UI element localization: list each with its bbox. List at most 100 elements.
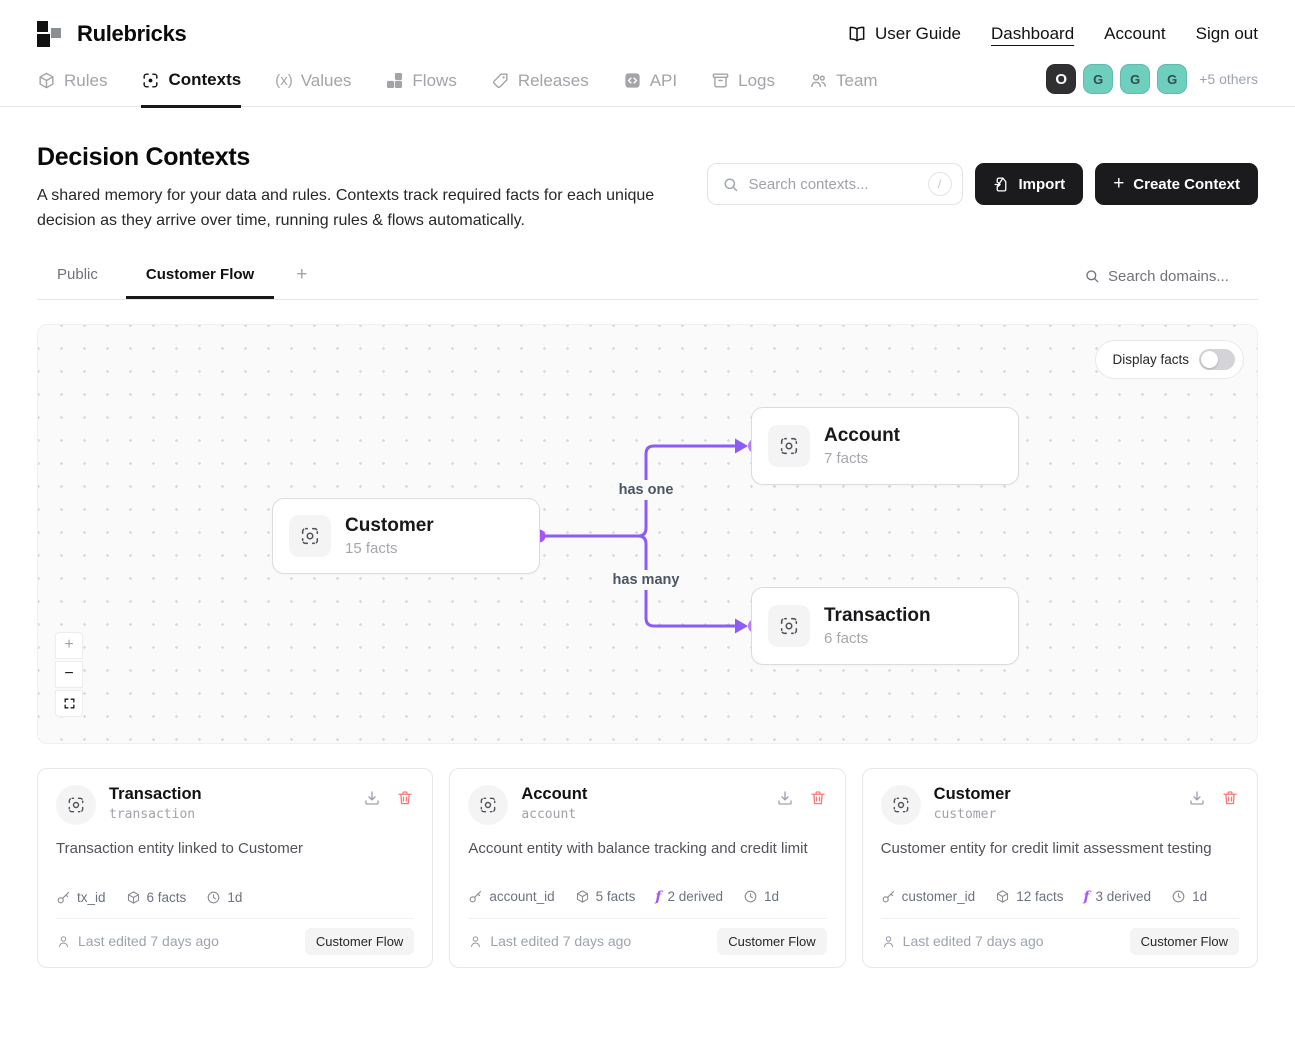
tab-flows[interactable]: Flows	[385, 70, 457, 106]
derived-count-meta: f 3 derived	[1083, 888, 1152, 905]
toggle-off[interactable]	[1199, 348, 1235, 370]
key-icon	[57, 891, 70, 903]
context-card-customer[interactable]: Customer customer Customer entity for cr…	[861, 767, 1258, 968]
top-bar: Rulebricks User Guide Dashboard Account …	[0, 0, 1295, 64]
clock-icon	[1172, 890, 1185, 903]
display-facts-toggle[interactable]: Display facts	[1095, 339, 1244, 379]
canvas-zoom-controls: + −	[55, 631, 83, 717]
avatar[interactable]: G	[1120, 64, 1151, 94]
context-graph-canvas[interactable]: has one has many Customer 15 facts Accou…	[37, 323, 1258, 744]
key-icon	[469, 891, 482, 903]
fit-view-button[interactable]	[55, 689, 83, 717]
tab-logs[interactable]: Logs	[711, 70, 775, 106]
domain-tabs-row: Public Customer Flow +	[37, 264, 1258, 300]
slash-shortcut-badge: /	[927, 172, 952, 196]
delete-icon[interactable]	[1221, 789, 1239, 807]
function-icon: f	[655, 888, 662, 905]
cube-icon	[576, 890, 588, 903]
tab-values[interactable]: (x) Values	[275, 70, 352, 90]
node-account[interactable]: Account 7 facts	[751, 406, 1019, 485]
edge-label-has-many: has many	[606, 569, 686, 590]
context-scan-icon	[56, 784, 96, 825]
download-icon[interactable]	[776, 789, 794, 807]
relationship-edges	[532, 438, 762, 634]
card-description: Customer entity for credit limit assessm…	[880, 839, 1212, 857]
ttl-meta: 1d	[1171, 889, 1207, 904]
primary-key-meta: customer_id	[881, 889, 975, 904]
context-scan-icon	[880, 784, 921, 825]
tab-team[interactable]: Team	[809, 70, 878, 106]
node-transaction[interactable]: Transaction 6 facts	[751, 586, 1019, 665]
avatar[interactable]: G	[1083, 64, 1114, 94]
last-edited: Last edited 7 days ago	[881, 933, 1044, 949]
brand[interactable]: Rulebricks	[37, 20, 187, 48]
cube-icon	[997, 890, 1009, 903]
last-edited: Last edited 7 days ago	[56, 933, 219, 949]
delete-icon[interactable]	[809, 789, 827, 807]
context-card-account[interactable]: Account account Account entity with bala…	[449, 767, 846, 968]
context-scan-icon	[289, 514, 331, 557]
download-icon[interactable]	[363, 789, 381, 807]
import-file-icon	[994, 176, 1006, 192]
context-scan-icon	[768, 604, 810, 647]
tab-releases[interactable]: Releases	[491, 70, 589, 106]
context-card-transaction[interactable]: Transaction transaction Transaction enti…	[37, 767, 434, 968]
workspace-avatars: O G G G +5 others	[1039, 64, 1258, 106]
dashboard-link[interactable]: Dashboard	[991, 24, 1075, 43]
api-code-icon	[625, 73, 640, 88]
edge-label-has-one: has one	[612, 479, 680, 500]
domain-tab-public[interactable]: Public	[57, 266, 98, 284]
cube-icon	[127, 890, 139, 904]
facts-count-meta: 6 facts	[126, 890, 186, 905]
person-icon	[883, 935, 893, 947]
book-icon	[849, 26, 865, 42]
tab-contexts[interactable]: Contexts	[141, 70, 242, 108]
zoom-in-button[interactable]: +	[55, 631, 83, 659]
sign-out-link[interactable]: Sign out	[1195, 24, 1258, 43]
main-nav: Rules Contexts (x) Values Flows Releases…	[0, 64, 1295, 108]
domain-badge[interactable]: Customer Flow	[1129, 927, 1239, 955]
key-icon	[882, 891, 894, 903]
page-description: A shared memory for your data and rules.…	[37, 187, 655, 229]
ttl-meta: 1d	[206, 890, 242, 905]
function-icon: f	[1083, 888, 1090, 905]
plus-icon: +	[1113, 173, 1125, 194]
user-guide-link[interactable]: User Guide	[847, 24, 961, 44]
delete-icon[interactable]	[396, 789, 414, 807]
facts-count-meta: 5 facts	[575, 889, 635, 904]
search-icon	[723, 177, 737, 191]
domain-tab-customer-flow[interactable]: Customer Flow	[125, 266, 275, 299]
domain-badge[interactable]: Customer Flow	[304, 927, 415, 955]
search-contexts-input[interactable]	[748, 175, 918, 193]
tab-api[interactable]: API	[623, 70, 677, 106]
tab-rules[interactable]: Rules	[37, 70, 107, 106]
import-button[interactable]: Import	[974, 163, 1084, 205]
create-context-button[interactable]: + Create Context	[1095, 163, 1258, 205]
zoom-out-button[interactable]: −	[55, 660, 83, 688]
clock-icon	[744, 890, 757, 903]
clock-icon	[207, 891, 220, 903]
values-icon: (x)	[275, 72, 293, 89]
last-edited: Last edited 7 days ago	[468, 933, 631, 949]
context-scan-icon	[468, 784, 509, 825]
fullscreen-icon	[64, 698, 74, 709]
context-scan-icon	[768, 424, 810, 467]
ttl-meta: 1d	[743, 889, 779, 904]
archive-icon	[712, 73, 729, 88]
derived-count-meta: f 2 derived	[655, 888, 723, 905]
avatar[interactable]: G	[1157, 64, 1188, 94]
primary-key-meta: account_id	[468, 889, 555, 904]
person-icon	[58, 935, 69, 947]
add-domain-button[interactable]: +	[296, 263, 308, 285]
node-customer[interactable]: Customer 15 facts	[272, 497, 540, 574]
download-icon[interactable]	[1188, 789, 1206, 807]
cube-icon	[39, 72, 54, 89]
scan-dot-icon	[143, 72, 159, 88]
person-icon	[471, 935, 481, 947]
search-domains-input[interactable]	[1108, 267, 1258, 285]
page-title: Decision Contexts	[37, 143, 251, 171]
search-contexts-box: /	[706, 163, 963, 205]
avatar[interactable]: O	[1046, 64, 1077, 94]
domain-badge[interactable]: Customer Flow	[717, 927, 827, 955]
account-link[interactable]: Account	[1104, 24, 1166, 43]
